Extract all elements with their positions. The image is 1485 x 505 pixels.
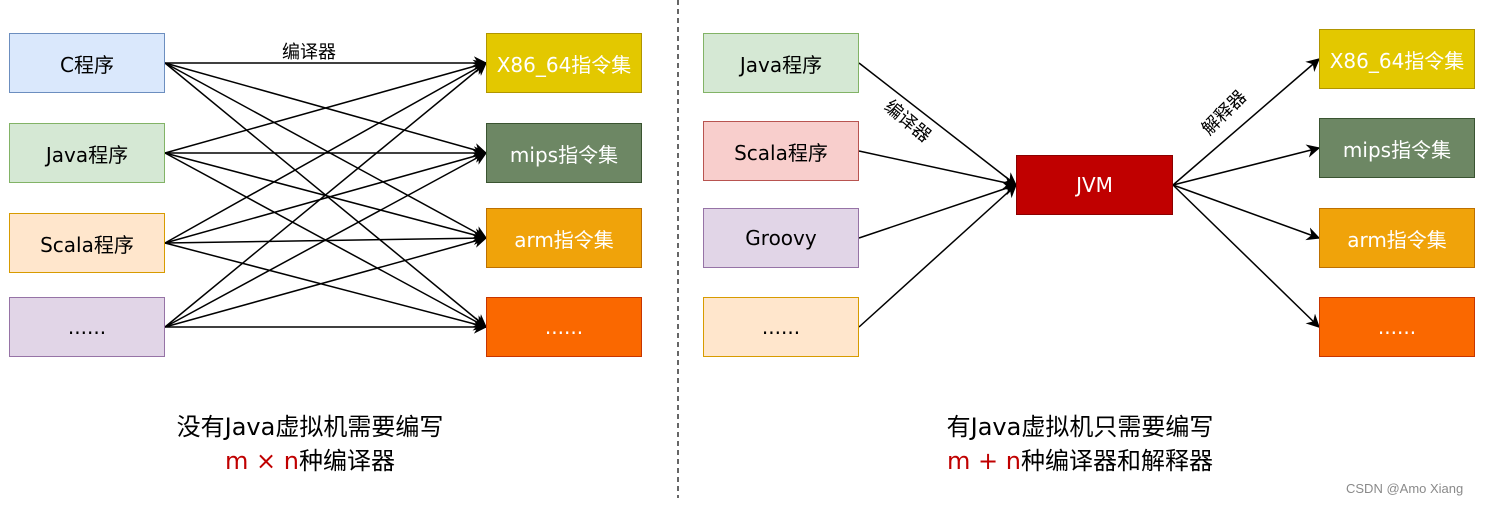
watermark: CSDN @Amo Xiang — [1346, 481, 1464, 496]
jvm-box: JVM — [1016, 155, 1173, 215]
left-caption-line1: 没有Java虚拟机需要编写 — [176, 413, 444, 441]
compile-edge-3-2 — [164, 234, 488, 328]
interpret-edge-3 — [1172, 184, 1320, 328]
compile-to-jvm-edge-2 — [858, 182, 1018, 239]
right-source-groovy: Groovy — [703, 208, 859, 268]
right-source-more: ...... — [703, 297, 859, 357]
left-compiler-label: 编译器 — [282, 42, 336, 63]
left-target-more: ...... — [486, 297, 642, 357]
right-caption: 有Java虚拟机只需要编写 m + n种编译器和解释器 — [870, 410, 1290, 478]
right-target-x86: X86_64指令集 — [1319, 29, 1475, 89]
compile-edge-0-2 — [164, 62, 488, 239]
compile-edge-2-1 — [164, 149, 488, 244]
compile-to-jvm-edge-0 — [858, 62, 1018, 186]
left-source-java: Java程序 — [9, 123, 165, 183]
interpret-edge-1 — [1172, 144, 1321, 186]
left-caption-suffix: 种编译器 — [298, 447, 395, 475]
compile-edge-2-3 — [164, 242, 488, 331]
right-edges — [858, 58, 1321, 328]
compile-to-jvm-edge-1 — [858, 150, 1018, 190]
right-target-arm: arm指令集 — [1319, 208, 1475, 268]
right-source-scala: Scala程序 — [703, 121, 859, 181]
compile-edge-1-0 — [164, 59, 488, 154]
right-caption-line2: m + n种编译器和解释器 — [870, 444, 1290, 478]
right-caption-suffix: 种编译器和解释器 — [1020, 447, 1213, 475]
left-caption-line2: m × n种编译器 — [110, 444, 510, 478]
left-compiler-edges — [164, 56, 488, 334]
right-caption-formula: m + n — [947, 447, 1021, 475]
left-target-arm: arm指令集 — [486, 208, 642, 268]
left-source-more: ...... — [9, 297, 165, 357]
left-caption: 没有Java虚拟机需要编写 m × n种编译器 — [110, 410, 510, 478]
right-source-java: Java程序 — [703, 33, 859, 93]
left-source-scala: Scala程序 — [9, 213, 165, 273]
interpret-edge-0 — [1172, 58, 1321, 186]
left-target-x86: X86_64指令集 — [486, 33, 642, 93]
left-target-mips: mips指令集 — [486, 123, 642, 183]
compile-edge-3-1 — [164, 152, 488, 328]
right-target-more: ...... — [1319, 297, 1475, 357]
compile-to-jvm-edge-3 — [858, 184, 1018, 328]
compile-edge-3-0 — [164, 62, 488, 328]
left-source-c: C程序 — [9, 33, 165, 93]
right-caption-line1: 有Java虚拟机只需要编写 — [946, 413, 1214, 441]
compile-edge-2-0 — [164, 62, 488, 244]
right-target-mips: mips指令集 — [1319, 118, 1475, 178]
left-caption-formula: m × n — [225, 447, 299, 475]
interpret-edge-2 — [1172, 184, 1321, 241]
